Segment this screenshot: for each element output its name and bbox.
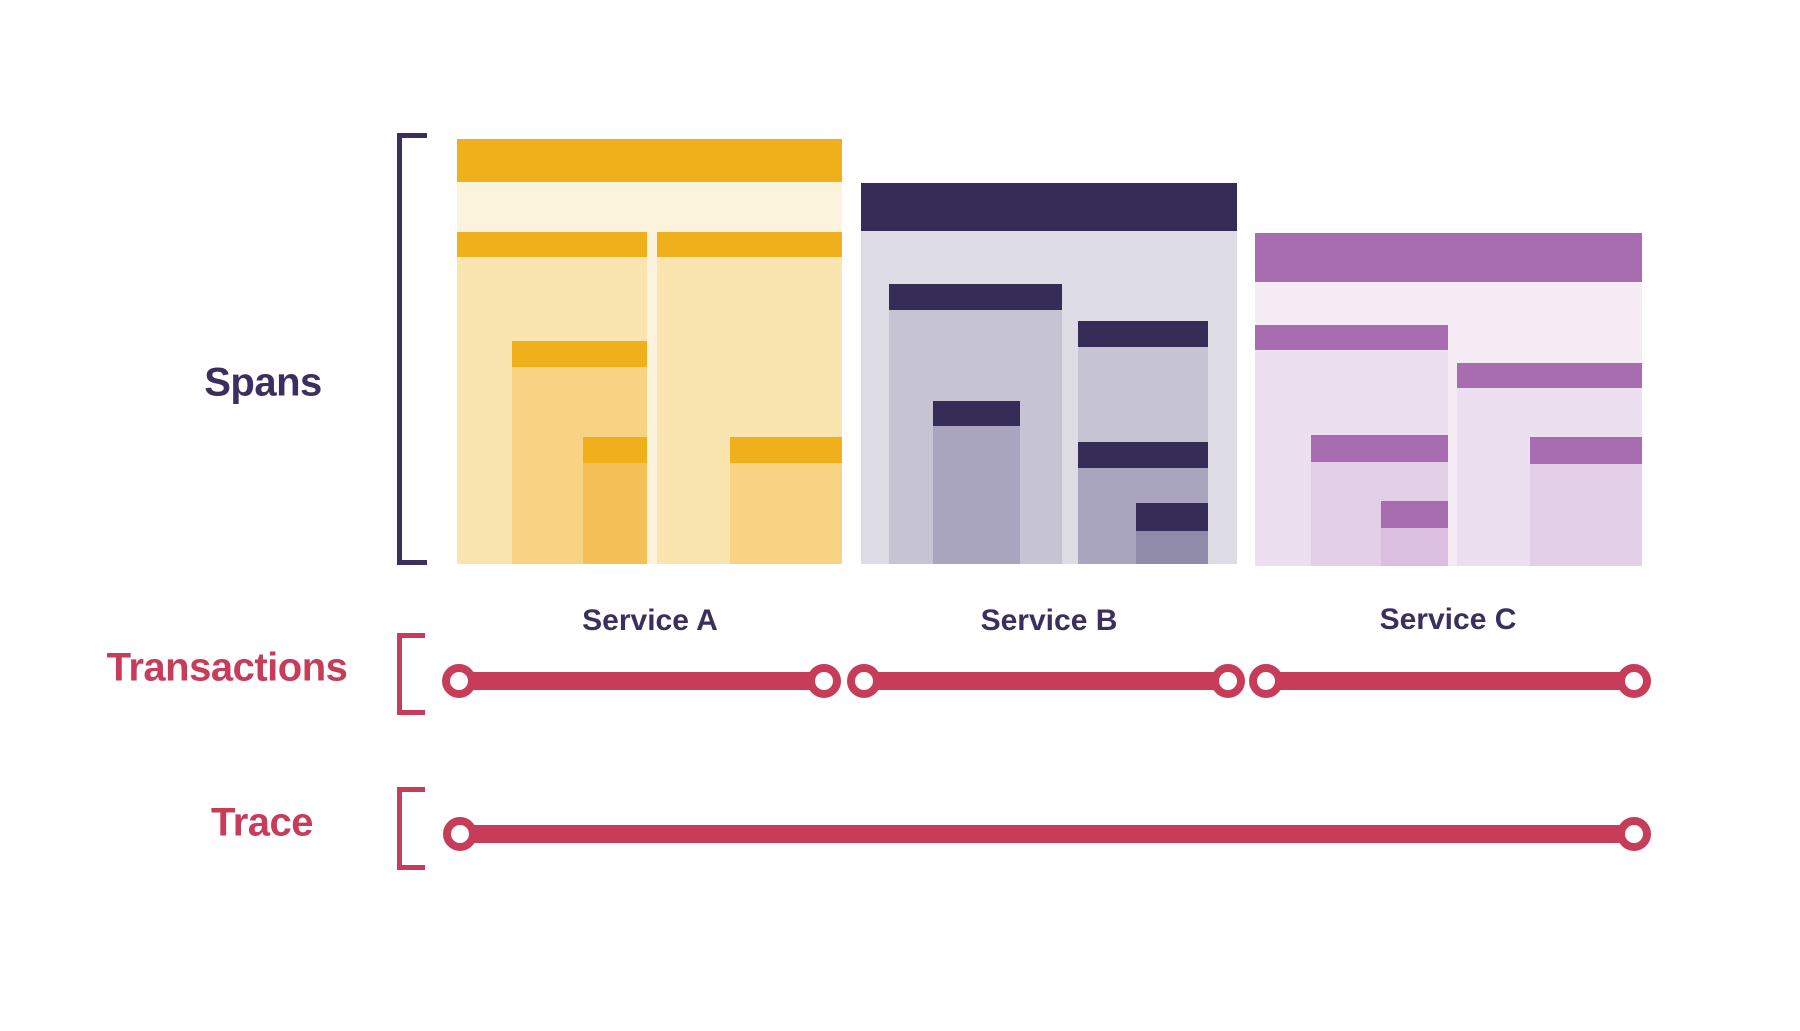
spans-bracket-stem [397,133,402,565]
service-c-span-d1-0-header [1255,325,1448,350]
transactions-label: Transactions [106,645,348,690]
service-b-span-d0-0-header [861,183,1237,231]
transaction-line-segment-2 [1266,672,1634,690]
transaction-line-segment-1-end-circle [1211,664,1245,698]
trace-label: Trace [210,800,314,845]
spans-label: Spans [204,360,322,405]
service-c-span-d0-0-header [1255,233,1642,282]
transactions-bracket-top-arm [397,633,425,638]
service-a-span-d1-1-header [657,232,842,257]
transaction-line-segment-0 [459,672,824,690]
service-b-span-d2-0-header [1078,442,1208,468]
service-a-span-d3-0-body [583,463,647,564]
service-a-span-d2-0-header [730,437,842,463]
service-a-label: Service A [582,604,718,637]
transaction-line-segment-1 [864,672,1228,690]
transaction-line-segment-0-start-circle [442,664,476,698]
service-a-span-d2-0-header [512,341,647,367]
transaction-line-segment-0-end-circle [807,664,841,698]
spans-bracket-bottom-arm [397,560,427,565]
service-c-span-d3-0-header [1381,501,1448,528]
transactions-bracket-bottom-arm [397,710,425,715]
trace-bracket-stem [397,787,402,870]
transactions-bracket-stem [397,633,402,715]
service-b-span-d3-0-header [1136,503,1208,531]
transaction-line-segment-2-end-circle [1617,664,1651,698]
spans-bracket-top-arm [397,133,427,138]
service-b-span-d3-0-body [1136,531,1208,564]
service-c-span-d2-0-body [1530,464,1642,566]
trace-line-segment-0-start-circle [443,817,477,851]
service-b-span-d1-0-header [889,284,1062,310]
trace-line-segment-0 [460,825,1634,843]
trace-bracket-top-arm [397,787,425,792]
service-c-span-d2-0-header [1530,437,1642,464]
service-b-label: Service B [980,604,1118,637]
trace-bracket-bottom-arm [397,865,425,870]
service-a-span-d2-0-body [730,463,842,564]
transaction-line-segment-1-start-circle [847,664,881,698]
service-a-span-d0-0-header [457,139,842,182]
service-c-label: Service C [1379,603,1517,636]
service-a-span-d1-0-header [457,232,647,257]
service-c-span-d1-1-header [1457,363,1642,388]
service-a-span-d3-0-header [583,437,647,463]
transaction-line-segment-2-start-circle [1249,664,1283,698]
service-b-span-d1-1-header [1078,321,1208,347]
service-c-span-d2-0-header [1311,435,1448,462]
service-b-span-d2-0-body [933,426,1020,564]
trace-line-segment-0-end-circle [1617,817,1651,851]
service-b-span-d2-0-header [933,401,1020,426]
service-c-span-d3-0-body [1381,528,1448,566]
